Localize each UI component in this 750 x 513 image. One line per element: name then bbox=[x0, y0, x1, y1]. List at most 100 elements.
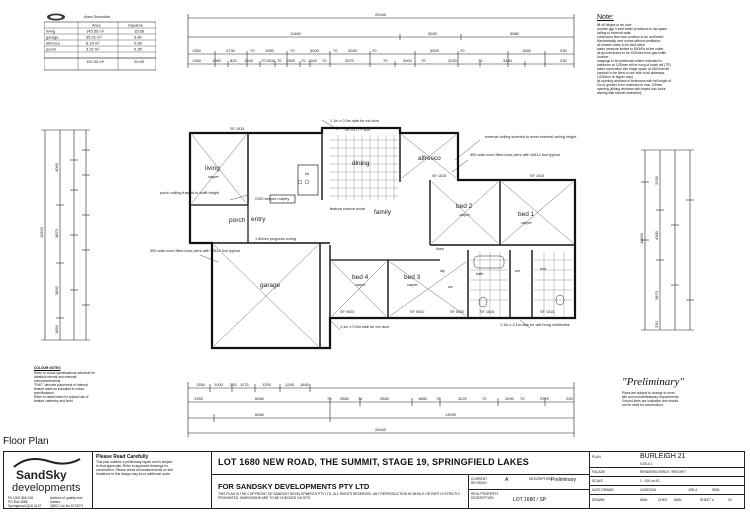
colour-notes-panel: COLOUR NOTES Refer to colour specificati… bbox=[34, 366, 144, 416]
annotation-slab-top: 1.1m x 0.5m slab for ext door bbox=[330, 119, 380, 123]
svg-text:1500: 1500 bbox=[266, 58, 276, 63]
annotation-window: SF 0920 bbox=[410, 310, 424, 314]
svg-text:6060: 6060 bbox=[255, 412, 265, 417]
svg-text:1500: 1500 bbox=[244, 58, 254, 63]
svg-text:SandSky: SandSky bbox=[16, 468, 67, 482]
note-line: (1000mm or higher only) bbox=[597, 75, 633, 79]
svg-text:4730: 4730 bbox=[226, 48, 236, 53]
svg-text:1650: 1650 bbox=[522, 48, 532, 53]
svg-text:3870: 3870 bbox=[654, 290, 659, 300]
room-ptry: ptry bbox=[283, 197, 289, 201]
dim-top-overall: 20440 bbox=[375, 12, 387, 17]
room-linen: linen bbox=[436, 247, 444, 251]
colour-note-line: colours/selections bbox=[34, 379, 61, 383]
preliminary-label: "Preliminary" bbox=[622, 376, 684, 388]
svg-text:11460: 11460 bbox=[290, 31, 302, 36]
note-line: continuous flow hws, position to be conf… bbox=[597, 35, 664, 39]
plan-info-grid: PLAN BURLEIGH 21 V2014.1 FACADE RENDERED… bbox=[589, 452, 745, 508]
svg-text:1350: 1350 bbox=[192, 58, 202, 63]
floor-plan-label: Floor Plan bbox=[3, 436, 49, 447]
dim-bottom-overall: 20440 bbox=[375, 427, 387, 432]
room-wir: wir bbox=[515, 269, 521, 273]
area-row-label: garage bbox=[46, 35, 59, 40]
room-ldy: ldy bbox=[440, 269, 445, 273]
sandsky-logo-icon bbox=[47, 13, 65, 21]
area-row-label: living bbox=[46, 29, 55, 34]
colour-note-line: specifications bbox=[34, 391, 54, 395]
room-alfresco: alfresco bbox=[418, 155, 441, 162]
svg-text:820: 820 bbox=[230, 58, 237, 63]
read-carefully-title: Please Read Carefully bbox=[96, 454, 149, 460]
room-wc: wc bbox=[448, 285, 453, 289]
note-line: provide gyp II sold water provisions to … bbox=[597, 27, 668, 31]
svg-text:145.55 m²: 145.55 m² bbox=[86, 29, 105, 34]
annotation-window: SF 1515 bbox=[530, 174, 544, 178]
note-line: Mechanically vent rooms without ventilat… bbox=[597, 39, 661, 43]
area-schedule-title: Area Schedule bbox=[84, 14, 111, 19]
colour-note-line: "PMC" denotes placement of internal bbox=[34, 383, 88, 387]
svg-text:3.80: 3.80 bbox=[134, 35, 143, 40]
svg-text:230: 230 bbox=[560, 58, 567, 63]
svg-text:1350: 1350 bbox=[192, 48, 202, 53]
svg-text:carpet: carpet bbox=[208, 175, 219, 179]
annotation-curing: 1.50mm progress curing bbox=[255, 237, 296, 241]
svg-text:4060: 4060 bbox=[54, 162, 59, 172]
svg-text:70: 70 bbox=[421, 58, 426, 63]
svg-text:70: 70 bbox=[290, 48, 295, 53]
note-line: lift off hinges to wc door bbox=[597, 23, 632, 27]
svg-text:3000: 3000 bbox=[403, 58, 413, 63]
svg-text:70: 70 bbox=[482, 396, 487, 401]
annotation-cornice: feature cornice niche bbox=[330, 207, 365, 211]
svg-text:70: 70 bbox=[261, 58, 266, 63]
svg-text:0.88: 0.88 bbox=[134, 41, 143, 46]
svg-text:70: 70 bbox=[460, 48, 465, 53]
room-garage: garage bbox=[260, 282, 281, 289]
annotation-window: SF 1515 bbox=[230, 127, 244, 131]
svg-text:carpet: carpet bbox=[521, 221, 532, 225]
room-bed-2: bed 2 bbox=[456, 203, 473, 210]
svg-text:230: 230 bbox=[566, 396, 573, 401]
svg-text:70: 70 bbox=[277, 58, 282, 63]
room-bed-4: bed 4 bbox=[352, 274, 369, 281]
note-line: water pressure limited to 500kPa at the … bbox=[597, 47, 664, 51]
annotation-tamper-1: 2100 tamper rod bbox=[255, 197, 283, 201]
note-line: all ground drains to be 1000mm from gas … bbox=[597, 51, 667, 55]
svg-text:0.35: 0.35 bbox=[134, 47, 143, 52]
svg-text:70: 70 bbox=[358, 396, 363, 401]
note-line: water connection into fridge space at 15… bbox=[597, 67, 669, 71]
svg-text:70: 70 bbox=[322, 58, 327, 63]
colour-notes-title: COLOUR NOTES bbox=[34, 366, 61, 370]
svg-text:1350: 1350 bbox=[196, 382, 206, 387]
room-entry: entry bbox=[251, 216, 266, 223]
svg-text:70: 70 bbox=[301, 58, 306, 63]
note-line: bathroom at 1100mm aff for hung of towel… bbox=[597, 63, 671, 67]
room-porch: porch bbox=[229, 217, 246, 224]
svg-text:230: 230 bbox=[654, 321, 659, 328]
annotation-window: SF 2177 + 820 bbox=[345, 128, 370, 132]
svg-text:230: 230 bbox=[560, 48, 567, 53]
svg-text:5580: 5580 bbox=[510, 31, 520, 36]
svg-text:1840: 1840 bbox=[300, 382, 310, 387]
room-bath: bath bbox=[476, 272, 483, 276]
motto-block: Authors of quality new homes QBCC Lic No… bbox=[50, 496, 84, 508]
note-line: opening (sliding windows with keyed lock… bbox=[597, 87, 667, 91]
note-line: all opening windows in bedrooms with fal… bbox=[597, 79, 672, 83]
svg-text:70: 70 bbox=[250, 48, 255, 53]
svg-text:carpet: carpet bbox=[355, 283, 366, 287]
svg-text:70: 70 bbox=[383, 58, 388, 63]
contact-block: Ph 1300 366 218 PO Box 3086 Springwood Q… bbox=[8, 496, 42, 508]
svg-text:1350: 1350 bbox=[194, 396, 204, 401]
svg-text:70: 70 bbox=[478, 58, 483, 63]
svg-text:3030: 3030 bbox=[348, 48, 358, 53]
svg-text:2970: 2970 bbox=[540, 396, 550, 401]
svg-text:2530: 2530 bbox=[654, 175, 659, 185]
room-ens: ens bbox=[540, 267, 546, 271]
revision-block: CURRENT REVISION A DESCRIPTION Prelimina… bbox=[468, 475, 590, 508]
divider-line bbox=[212, 474, 589, 475]
svg-text:Squares: Squares bbox=[128, 23, 143, 28]
svg-text:1500: 1500 bbox=[286, 58, 296, 63]
svg-text:8.19 m²: 8.19 m² bbox=[86, 41, 100, 46]
area-row-label: alfresco bbox=[46, 41, 61, 46]
room-kit: kit bbox=[305, 172, 310, 176]
